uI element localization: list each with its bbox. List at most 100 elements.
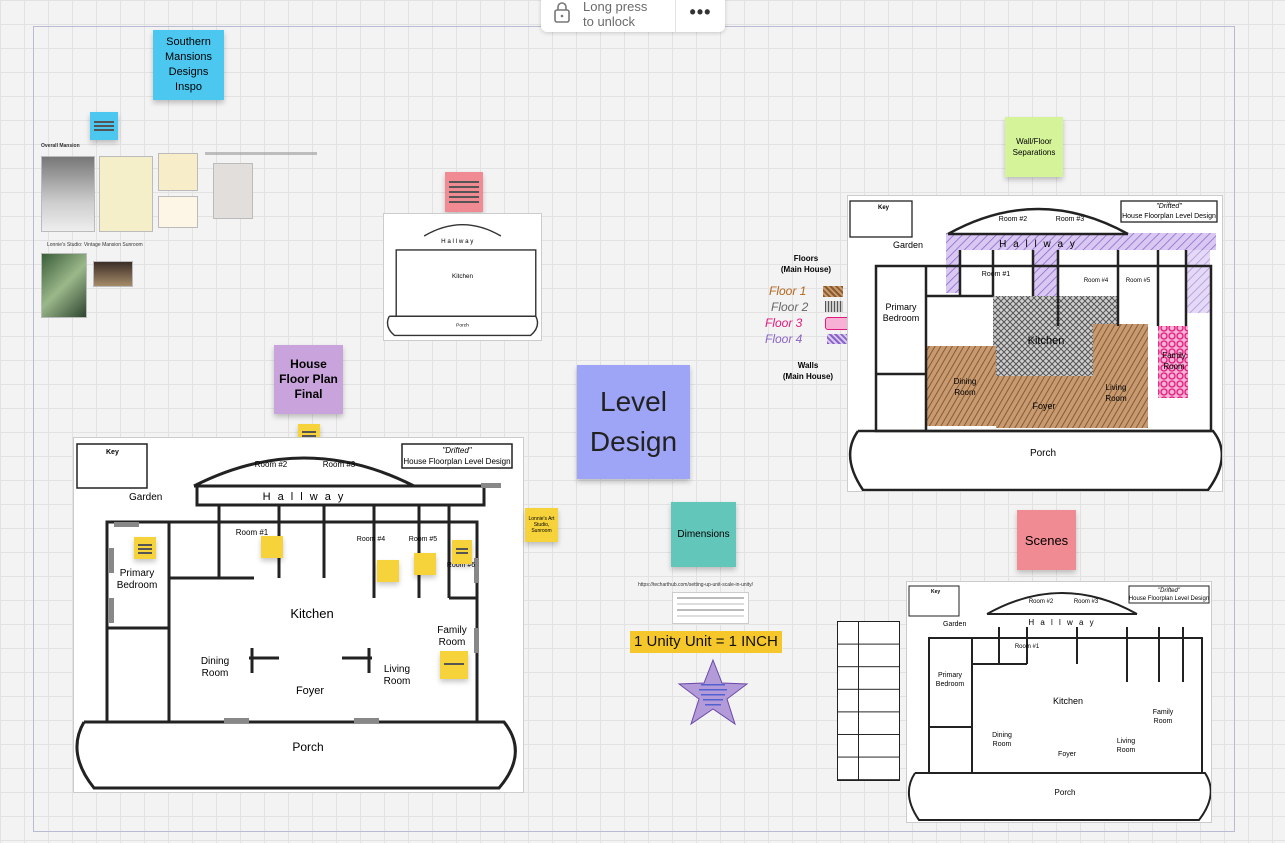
svg-text:Bedroom: Bedroom <box>117 580 158 591</box>
svg-text:Room #5: Room #5 <box>1126 278 1151 284</box>
svg-text:Primary: Primary <box>120 568 154 579</box>
svg-text:Living: Living <box>1117 738 1135 745</box>
floorplan-scenes[interactable]: Key "Drifted" House Floorplan Level Desi… <box>906 581 1212 823</box>
svg-text:Room #1: Room #1 <box>982 271 1011 278</box>
svg-text:Kitchen: Kitchen <box>290 606 333 621</box>
svg-text:Foyer: Foyer <box>296 685 324 697</box>
svg-text:Family: Family <box>1162 351 1186 360</box>
svg-text:House Floorplan Level Design: House Floorplan Level Design <box>403 457 510 466</box>
photo-studio[interactable] <box>93 261 133 287</box>
svg-text:Room: Room <box>439 637 466 648</box>
svg-text:Family: Family <box>437 625 466 636</box>
svg-text:Kitchen: Kitchen <box>1028 335 1065 347</box>
svg-text:Room #4: Room #4 <box>1084 278 1109 284</box>
sticky-plan-note-2[interactable] <box>261 536 283 558</box>
svg-text:Primary: Primary <box>938 672 963 679</box>
sticky-plan-note-6[interactable] <box>440 651 468 679</box>
locked-toolbar[interactable]: Long press to unlock ••• <box>541 0 725 32</box>
sticky-wall-floor-separations[interactable]: Wall/Floor Separations <box>1005 117 1063 177</box>
toolbar-divider <box>675 0 676 32</box>
svg-text:Living: Living <box>384 664 410 675</box>
sticky-southern-mansions[interactable]: Southern Mansions Designs Inspo <box>153 30 224 100</box>
moodboard-overall-label: Overall Mansion <box>41 143 80 149</box>
sticky-plan-note-1[interactable] <box>134 537 156 559</box>
moodboard-caption <box>205 152 317 155</box>
link-unity-scale[interactable]: https://techarthub.com/setting-up-unit-s… <box>638 582 754 588</box>
svg-text:Room: Room <box>993 741 1012 748</box>
photo-floorplan-3[interactable] <box>158 196 198 228</box>
grid-table[interactable] <box>837 621 900 781</box>
floorplan-main[interactable]: Key "Drifted" House Floorplan Level Desi… <box>73 437 524 793</box>
svg-text:"Drifted": "Drifted" <box>1158 588 1181 594</box>
svg-text:Room #4: Room #4 <box>357 536 386 543</box>
svg-text:Bedroom: Bedroom <box>936 681 965 688</box>
svg-text:Foyer: Foyer <box>1058 751 1077 758</box>
svg-text:Room #2: Room #2 <box>255 460 288 469</box>
walls-label: Walls (Main House) <box>782 361 834 381</box>
sticky-scenes[interactable]: Scenes <box>1017 510 1076 570</box>
svg-text:Room #3: Room #3 <box>1056 216 1085 223</box>
sticky-plan-note-3[interactable] <box>377 560 399 582</box>
svg-text:Bedroom: Bedroom <box>883 313 920 323</box>
moodboard-studio-label: Lonnie's Studio: Vintage Mansion Sunroom <box>47 242 143 248</box>
svg-text:H a l l w a y: H a l l w a y <box>441 238 474 245</box>
svg-text:Porch: Porch <box>456 323 469 329</box>
unity-unit-label[interactable]: 1 Unity Unit = 1 INCH <box>630 631 782 653</box>
svg-text:Dining: Dining <box>954 377 977 386</box>
sticky-lonnie-studio[interactable]: Lonnie's Art Studio, Sunroom <box>525 508 558 542</box>
svg-text:Dining: Dining <box>992 732 1012 739</box>
svg-text:Room #1: Room #1 <box>1015 644 1040 650</box>
photo-floorplan-2[interactable] <box>158 153 198 191</box>
sticky-dimensions[interactable]: Dimensions <box>671 502 736 567</box>
svg-text:Room: Room <box>1117 747 1136 754</box>
svg-text:House Floorplan Level Design: House Floorplan Level Design <box>1129 596 1209 602</box>
svg-text:Room #2: Room #2 <box>999 216 1028 223</box>
floorplan-colored[interactable]: Key "Drifted" House Floorplan Level Desi… <box>847 195 1223 492</box>
svg-text:Room #5: Room #5 <box>409 536 438 543</box>
key-label: Key <box>106 449 119 456</box>
svg-text:Kitchen: Kitchen <box>452 273 473 280</box>
floor-3-label: Floor 3 <box>765 316 803 330</box>
svg-text:"Drifted": "Drifted" <box>442 446 472 455</box>
floorplan-thumbnail[interactable]: H a l l w a y Kitchen Porch <box>383 213 542 341</box>
lock-text: Long press to unlock <box>583 0 648 29</box>
svg-text:Porch: Porch <box>292 740 323 754</box>
svg-text:H a l l w a y: H a l l w a y <box>263 491 346 503</box>
svg-text:Family: Family <box>1153 709 1174 716</box>
floor-4-label: Floor 4 <box>765 332 803 346</box>
lock-icon[interactable] <box>541 1 583 23</box>
photo-mansion[interactable] <box>41 156 95 232</box>
floors-label: Floors (Main House) <box>780 254 832 274</box>
sticky-plan-note-5[interactable] <box>452 540 472 564</box>
photo-floorplan-1[interactable] <box>99 156 153 232</box>
svg-text:Key: Key <box>931 589 940 595</box>
table-thumbnail[interactable] <box>672 592 749 624</box>
more-icon[interactable]: ••• <box>689 1 712 22</box>
svg-text:Room #3: Room #3 <box>1074 599 1099 605</box>
svg-text:H a l l w a y: H a l l w a y <box>999 239 1077 250</box>
svg-text:Room #1: Room #1 <box>236 528 269 537</box>
svg-text:Kitchen: Kitchen <box>1053 696 1083 706</box>
star-shape[interactable] <box>677 658 749 726</box>
svg-text:Room: Room <box>202 668 229 679</box>
sticky-collapsed-pink[interactable] <box>445 172 483 212</box>
svg-text:Room: Room <box>1163 362 1185 371</box>
svg-text:Garden: Garden <box>943 621 966 628</box>
svg-text:House Floorplan Level Design: House Floorplan Level Design <box>1122 213 1216 220</box>
floor-2-label: Floor 2 <box>771 300 809 314</box>
svg-text:Room #2: Room #2 <box>1029 599 1054 605</box>
svg-text:Room #3: Room #3 <box>323 460 356 469</box>
sticky-level-design[interactable]: Level Design <box>577 365 690 479</box>
svg-text:Primary: Primary <box>886 302 917 312</box>
photo-sketch[interactable] <box>213 163 253 219</box>
sticky-plan-note-4[interactable] <box>414 553 436 575</box>
sticky-collapsed-blue[interactable] <box>90 112 118 140</box>
svg-text:Room: Room <box>384 676 411 687</box>
floor-legend: Floor 1 Floor 2 Floor 3 Floor 4 <box>765 284 857 348</box>
photo-sunroom[interactable] <box>41 253 87 318</box>
sticky-house-floor-plan-final[interactable]: House Floor Plan Final <box>274 345 343 414</box>
svg-text:Room: Room <box>1154 718 1173 725</box>
svg-text:Garden: Garden <box>893 240 923 250</box>
svg-text:Dining: Dining <box>201 656 229 667</box>
svg-text:Room: Room <box>1105 394 1127 403</box>
